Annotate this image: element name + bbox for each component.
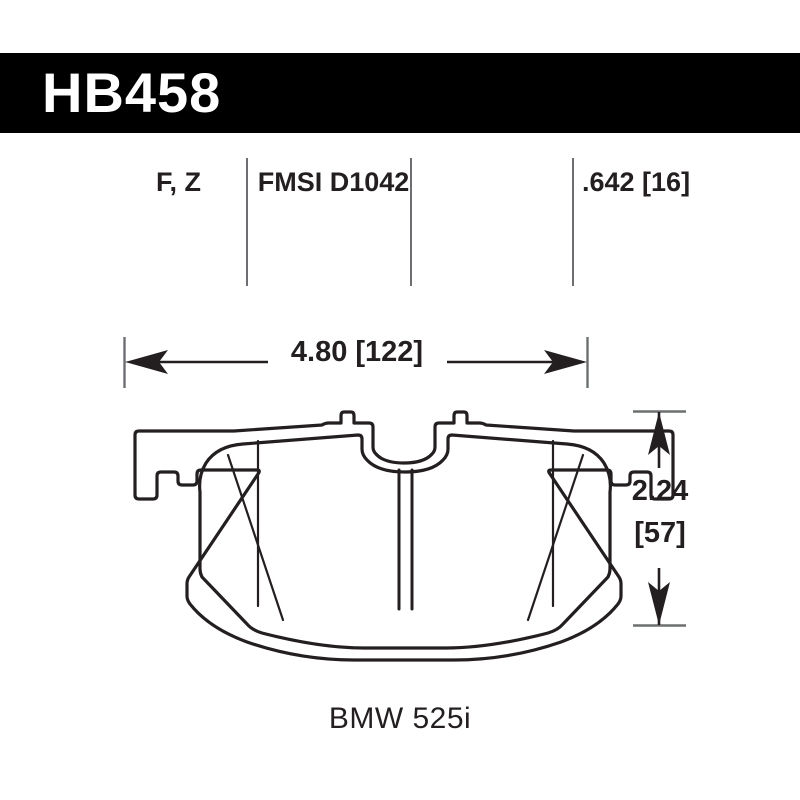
backing-plate-outline [133,410,675,662]
width-dimension-label: 4.80 [122] [290,336,424,368]
part-number-header-bar: HB458 [0,53,800,133]
part-number-title: HB458 [42,61,222,124]
width-arrowhead-right [544,350,587,374]
height-arrowhead-bottom [648,582,670,625]
compound-code-value: F, Z [156,167,201,197]
width-arrowhead-left [125,350,168,374]
pad-chamfer-group [226,439,585,622]
spec-divider-3 [572,158,574,286]
spec-divider-1 [246,158,248,286]
height-arrowhead-top [648,412,670,455]
height-dimension-inch: 2.24 [631,475,689,507]
height-dimension-mm: [57] [634,517,686,550]
backing-plate-path [133,410,675,662]
bevel-line-right [526,453,585,622]
height-dimension-label: 2.24 [57] [604,470,716,554]
spec-divider-2 [410,158,412,286]
pad-thickness-value: .642 [16] [582,167,691,197]
height-dimension-group [633,410,686,627]
width-dimension-group [123,337,589,388]
specification-row: F, Z FMSI D1042 .642 [16] [0,155,800,290]
pad-slot-group [397,468,414,611]
friction-material-path [198,433,612,650]
vehicle-application-label: BMW 525i [328,702,472,735]
fmsi-number-value: FMSI D1042 [257,167,410,197]
bevel-line-left [226,453,285,622]
friction-material-outline [198,433,612,650]
